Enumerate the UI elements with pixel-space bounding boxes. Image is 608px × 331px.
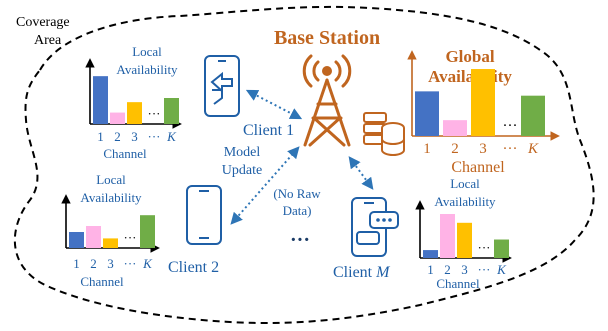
local2-bar-ellipsis: ··· (124, 230, 137, 245)
localM-bar-ellipsis: ··· (478, 240, 491, 255)
local2-bar-2 (86, 226, 101, 248)
model-update-line2: Update (222, 163, 262, 178)
global-title-line1: Global (445, 47, 494, 66)
local1-title-line2: Availability (116, 62, 178, 77)
local1-bar-2 (110, 112, 125, 124)
local2-xlabel: Channel (80, 274, 124, 289)
local1-xtick-2: 2 (114, 129, 121, 144)
global-bar-ellipsis: ··· (503, 118, 518, 134)
no-raw-data-line2: Data) (283, 203, 312, 218)
client-2-phone-icon (186, 185, 222, 245)
local2-bar-4 (140, 215, 155, 248)
local2-xtick-5: K (142, 256, 153, 271)
link-client1-base (245, 89, 303, 120)
client-m-label: Client M (333, 264, 391, 281)
coverage-label-line1: Coverage (16, 15, 70, 30)
local1-xtick-3: 3 (131, 129, 138, 144)
more-clients-ellipsis: ··· (290, 229, 310, 251)
localM-xtick-2: 2 (444, 262, 451, 277)
client-1-phone-icon (204, 55, 240, 117)
local1-xtick-5: K (166, 129, 177, 144)
local1-bar-1 (93, 76, 108, 124)
localM-title-line2: Availability (434, 194, 496, 209)
localM-title-line1: Local (450, 176, 480, 191)
localM-xtick-1: 1 (427, 262, 434, 277)
link-client2-base (230, 146, 300, 225)
model-update-line1: Model (224, 145, 261, 160)
base-station-title: Base Station (274, 27, 380, 49)
localM-bar-1 (423, 250, 438, 258)
local2-xtick-1: 1 (73, 256, 80, 271)
localM-xlabel: Channel (436, 276, 480, 291)
local2-xtick-2: 2 (90, 256, 97, 271)
global-xtick-4: ··· (503, 141, 518, 157)
local1-xtick-1: 1 (97, 129, 104, 144)
local1-bar-ellipsis: ··· (148, 106, 161, 121)
global-xlabel: Channel (451, 159, 505, 176)
local2-bar-1 (69, 232, 84, 248)
local1-xtick-4: ··· (148, 129, 161, 144)
global-bar-4 (521, 95, 545, 136)
local1-title-line1: Local (132, 44, 162, 59)
server-database-icon (363, 112, 405, 156)
localM-bar-2 (440, 214, 455, 258)
local1-bar-3 (127, 102, 142, 124)
local1-xlabel: Channel (103, 146, 147, 161)
localM-xtick-3: 3 (461, 262, 468, 277)
global-xtick-2: 2 (451, 141, 459, 157)
global-xtick-1: 1 (423, 141, 431, 157)
client-m-phone-icon (351, 197, 399, 257)
coverage-area-boundary (13, 5, 595, 324)
global-bar-1 (415, 91, 439, 136)
global-bar-2 (443, 120, 467, 136)
global-title-line2: Availability (428, 67, 512, 86)
local2-xtick-4: ··· (124, 256, 137, 271)
antenna-top-icon (322, 66, 332, 76)
client-2-label: Client 2 (168, 259, 219, 276)
client-1-label: Client 1 (243, 122, 294, 139)
localM-xtick-5: K (496, 262, 507, 277)
local2-xtick-3: 3 (107, 256, 114, 271)
base-station-tower-icon (302, 54, 352, 147)
local2-title-line2: Availability (80, 190, 142, 205)
local1-bar-4 (164, 98, 179, 124)
localM-xtick-4: ··· (478, 262, 491, 277)
local2-bar-3 (103, 238, 118, 248)
coverage-label-line2: Area (34, 33, 62, 48)
global-xtick-3: 3 (479, 141, 487, 157)
global-xtick-5: K (527, 141, 539, 157)
no-raw-data-line1: (No Raw (273, 186, 321, 201)
global-bar-3 (471, 69, 495, 136)
localM-bar-3 (457, 222, 472, 258)
localM-bar-4 (494, 239, 509, 258)
link-clientm-base (348, 156, 374, 190)
local2-title-line1: Local (96, 172, 126, 187)
